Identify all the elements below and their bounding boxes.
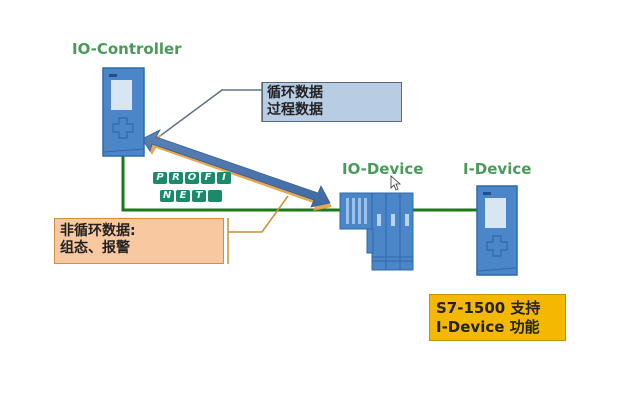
profinet-key: I [217, 172, 231, 184]
profinet-key [208, 190, 222, 202]
mouse-cursor-icon [390, 175, 402, 191]
io-device-label: IO-Device [342, 160, 424, 178]
cyclic-data-title: 循环数据 [267, 85, 323, 101]
s7-1500-idevice-callout: S7-1500 支持 I-Device 功能 [429, 294, 566, 341]
acyclic-data-subtitle: 组态、报警 [60, 240, 130, 256]
acyclic-data-callout: 非循环数据: 组态、报警 [54, 218, 224, 264]
profinet-key: E [176, 190, 190, 202]
acyclic-data-title: 非循环数据: [60, 223, 136, 239]
cyclic-callout-connector [159, 89, 262, 137]
cyclic-data-callout: 循环数据 过程数据 [262, 82, 402, 122]
io-controller-cpu[interactable] [102, 67, 145, 157]
i-device-cpu[interactable] [476, 185, 518, 276]
io-device-module[interactable] [339, 192, 414, 271]
profinet-key: O [185, 172, 199, 184]
profinet-key: N [160, 190, 174, 202]
acyclic-callout-connector [228, 195, 289, 233]
data-exchange-arrow [141, 129, 331, 208]
profinet-key: P [153, 172, 167, 184]
profinet-key: R [169, 172, 183, 184]
profinet-key: T [192, 190, 206, 202]
io-controller-label: IO-Controller [72, 40, 182, 58]
s7-callout-line2: I-Device 功能 [436, 318, 540, 336]
i-device-label: I-Device [463, 160, 532, 178]
profinet-key: F [201, 172, 215, 184]
cyclic-data-subtitle: 过程数据 [267, 102, 323, 118]
s7-callout-line1: S7-1500 支持 [436, 299, 541, 317]
